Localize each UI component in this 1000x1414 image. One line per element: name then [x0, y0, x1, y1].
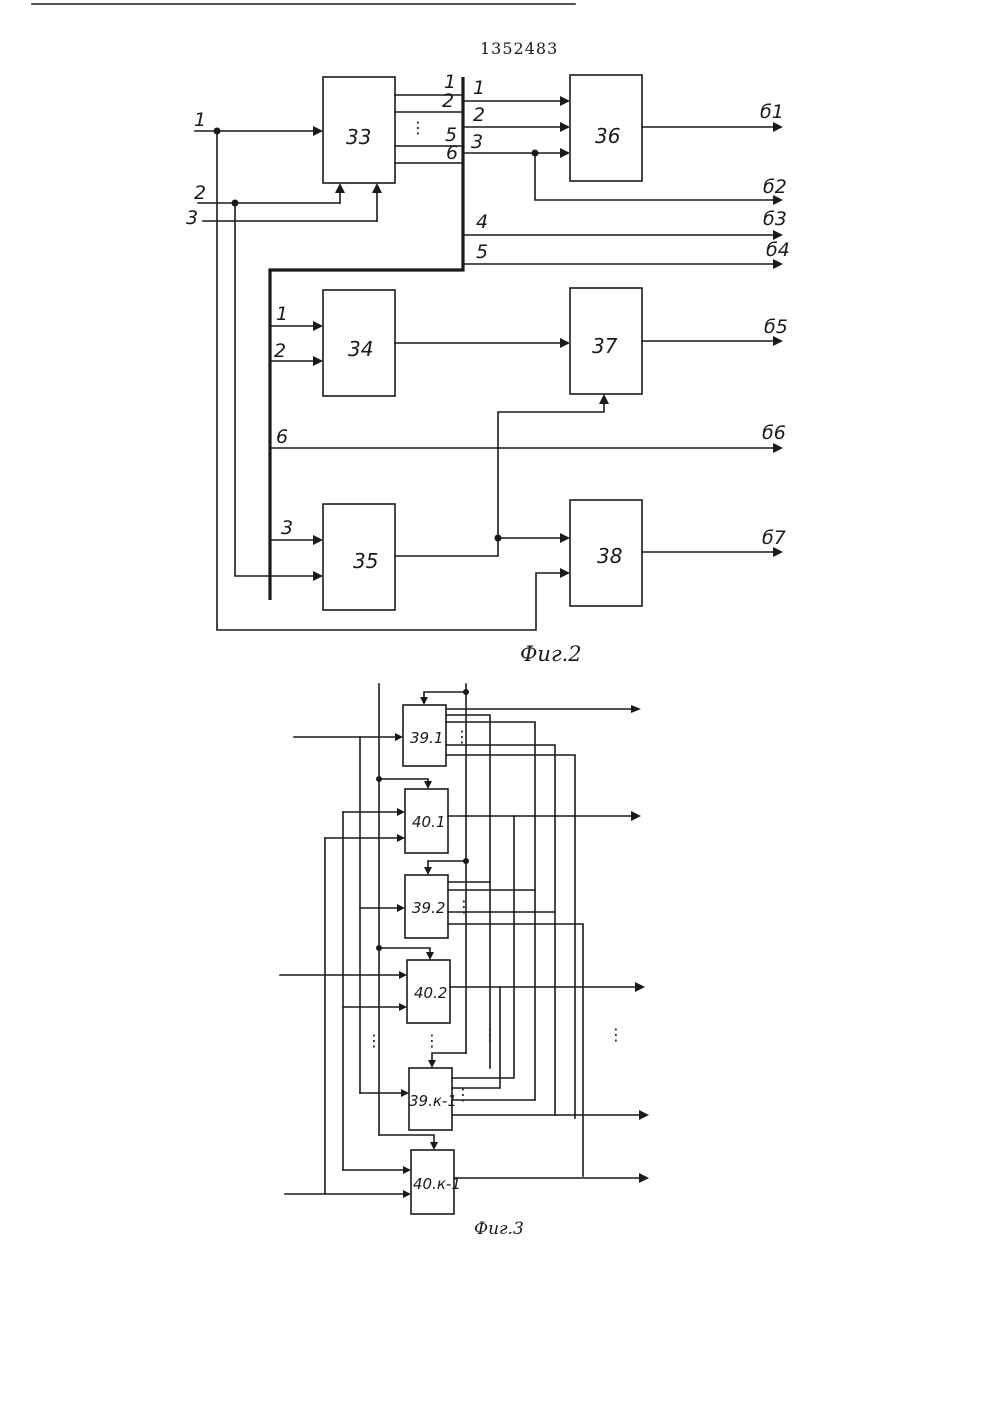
output-b7-label: б7 [762, 527, 786, 549]
branch-label-2: 2 [274, 340, 286, 362]
fig3-feed-39-2 [428, 861, 466, 870]
figure-2: 33 36 34 37 35 38 1 2 3 [186, 71, 790, 666]
block-37-label: 37 [592, 334, 618, 358]
arrow-icon [399, 971, 407, 979]
arrow-icon [313, 126, 323, 136]
arrow-icon [635, 982, 645, 992]
output-b1-label: б1 [760, 101, 784, 123]
junction-dot [376, 776, 382, 782]
figure-3-caption: Фиг.3 [474, 1219, 524, 1239]
arrow-icon [426, 952, 434, 960]
arrow-icon [773, 443, 783, 453]
fig3-feed-40-k [379, 1135, 434, 1145]
junction-dot [463, 858, 469, 864]
arrow-icon [313, 535, 323, 545]
arrow-icon [560, 122, 570, 132]
block-39-1-label: 39.1 [410, 729, 443, 747]
arrow-icon [424, 867, 432, 875]
arrow-icon [420, 697, 428, 705]
output-b5-label: б5 [764, 316, 788, 338]
arrow-icon [313, 321, 323, 331]
block-40-2-label: 40.2 [414, 984, 447, 1002]
fig3-ellipsis: ⋮ [482, 1025, 498, 1044]
arrow-icon [399, 1003, 407, 1011]
arrow-icon [401, 1089, 409, 1097]
link-35-to-38 [395, 538, 565, 556]
block-39-k-1-label: 39.к-1 [409, 1092, 457, 1110]
bus-label-2: 2 [473, 104, 485, 126]
fig3-ellipsis: ⋮ [455, 1085, 471, 1104]
branch-label-3: 3 [281, 517, 293, 539]
junction-dot [376, 945, 382, 951]
bus-label-1: 1 [473, 77, 485, 99]
branch-label-1: 1 [276, 303, 288, 325]
arrow-icon [395, 733, 403, 741]
output-b2-label: б2 [763, 176, 787, 198]
fig3-feed-39-k [432, 1053, 466, 1063]
block-34-label: 34 [348, 337, 373, 361]
junction-dot [463, 689, 469, 695]
arrow-icon [313, 356, 323, 366]
figure-3: 39.1 40.1 39.2 40.2 39.к-1 40.к-1 [280, 684, 649, 1239]
bus-label-5: 5 [476, 241, 488, 263]
fig3-wire-39-1-a [446, 715, 490, 1068]
arrow-icon [631, 705, 641, 713]
block-39-2-label: 39.2 [412, 899, 445, 917]
arrow-icon [313, 571, 323, 581]
arrow-icon [773, 122, 783, 132]
arrow-icon [397, 904, 405, 912]
output-b6-label: б6 [762, 422, 786, 444]
branch-label-6: 6 [276, 426, 288, 448]
arrow-icon [397, 834, 405, 842]
block-35-label: 35 [353, 549, 378, 573]
arrow-icon [560, 568, 570, 578]
block-36-label: 36 [595, 124, 620, 148]
fig3-wire-39-2-d [448, 924, 583, 1176]
arrow-icon [403, 1190, 411, 1198]
arrow-icon [560, 148, 570, 158]
fig3-ellipsis: ⋮ [424, 1031, 440, 1050]
document-number: 1352483 [480, 39, 558, 58]
arrow-icon [372, 183, 382, 193]
block-40-1-label: 40.1 [412, 813, 445, 831]
fig3-feed-40-2 [379, 948, 430, 955]
bus-label-4: 4 [476, 211, 488, 233]
arrow-icon [599, 394, 609, 404]
arrow-icon [560, 533, 570, 543]
arrow-icon [403, 1166, 411, 1174]
figure-2-caption: Фиг.2 [520, 642, 582, 666]
arrow-icon [560, 96, 570, 106]
arrow-icon [335, 183, 345, 193]
block-38-label: 38 [597, 544, 622, 568]
input-3-label: 3 [186, 207, 198, 229]
fig3-feed-39-1 [424, 692, 466, 700]
input-1-label: 1 [194, 109, 206, 131]
fig3-ellipsis: ⋮ [608, 1025, 624, 1044]
input-2-feed-35 [235, 203, 318, 576]
arrow-icon [397, 808, 405, 816]
fig3-feed-40-1 [379, 779, 428, 784]
arrow-icon [428, 1060, 436, 1068]
output-b4-label: б4 [766, 239, 790, 261]
arrow-icon [560, 338, 570, 348]
arrow-icon [639, 1173, 649, 1183]
fig3-ellipsis: ⋮ [456, 897, 472, 916]
b33-out-ellipsis: ⋮ [410, 118, 426, 137]
arrow-icon [430, 1142, 438, 1150]
arrow-icon [631, 811, 641, 821]
arrow-icon [639, 1110, 649, 1120]
block-33-label: 33 [346, 125, 371, 149]
bus-label-3: 3 [471, 131, 483, 153]
arrow-icon [424, 781, 432, 789]
input-2-label: 2 [194, 182, 206, 204]
b33-out-6-label: 6 [446, 142, 458, 164]
fig3-ellipsis: ⋮ [454, 727, 470, 746]
b33-out-2-label: 2 [442, 90, 454, 112]
fig3-ellipsis: ⋮ [366, 1031, 382, 1050]
output-b3-label: б3 [763, 208, 787, 230]
